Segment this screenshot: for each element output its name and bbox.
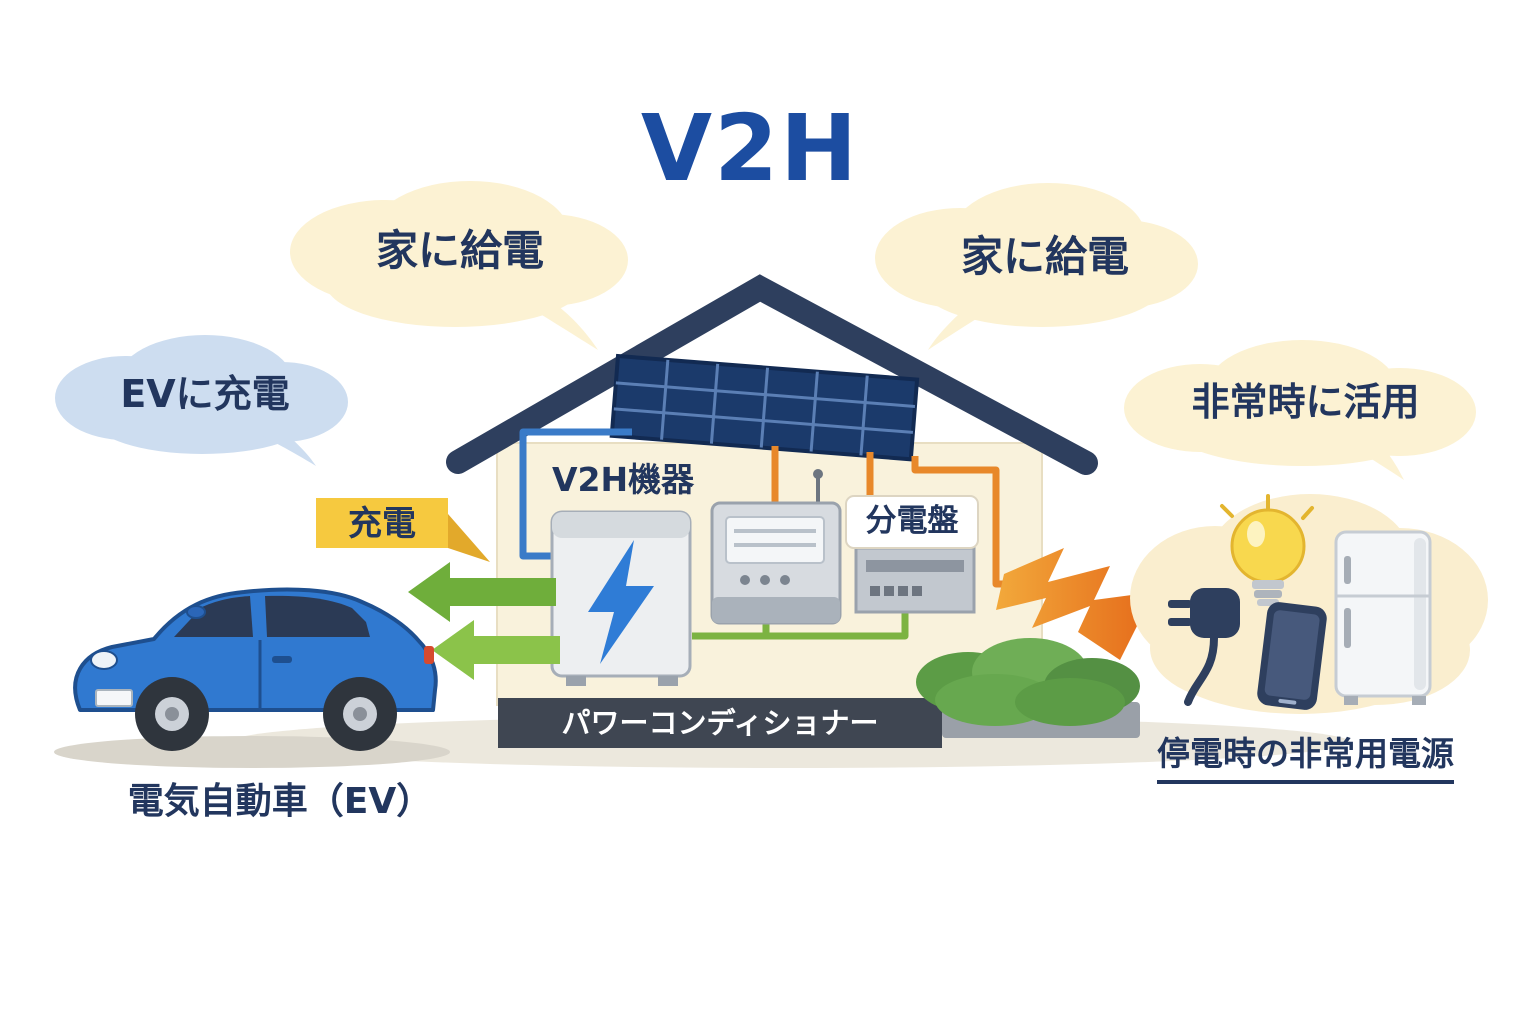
wire-blue — [519, 428, 632, 560]
side-mirror — [186, 605, 206, 619]
distribution-board-unit — [845, 495, 979, 614]
lightning-bolt-icon — [588, 540, 654, 664]
smartphone-icon — [1257, 602, 1327, 710]
door-handle — [272, 656, 292, 663]
power-plug-icon — [1168, 588, 1240, 706]
headlight — [90, 650, 118, 670]
green-arrow-upper — [408, 562, 556, 622]
speech-bubble-emergency — [1124, 340, 1476, 480]
charge-ribbon — [316, 498, 490, 562]
bubble-emergency-label: 非常時に活用 — [1191, 380, 1420, 424]
ev-car-icon — [73, 587, 438, 751]
power-conditioner-unit — [710, 469, 842, 625]
wire-green — [692, 612, 909, 640]
distribution-board-label-box — [845, 495, 979, 549]
ev-car-label: 電気自動車（EV） — [127, 781, 433, 822]
display-screen — [725, 516, 825, 564]
refrigerator-icon — [1334, 530, 1432, 705]
bubble-supply-right-label: 家に給電 — [960, 232, 1129, 281]
bubble-supply-left-label: 家に給電 — [375, 226, 544, 275]
page-title: V2H — [640, 95, 860, 202]
emergency-power-label: 停電時の非常用電源 — [1157, 735, 1454, 785]
speech-bubble-supply-right — [875, 183, 1198, 350]
license-plate — [95, 689, 133, 707]
light-bulb-icon — [1220, 494, 1314, 606]
v2h-device — [550, 510, 692, 686]
speech-bubble-supply-left — [290, 181, 628, 350]
speech-bubble-ev-charge — [55, 335, 348, 466]
antenna-icon — [813, 469, 823, 479]
power-conditioner-label: パワーコンディショナー — [561, 706, 879, 740]
house-roof — [446, 274, 1098, 475]
solar-panel-icon — [609, 353, 920, 462]
v2h-unit-label: V2H機器 — [552, 460, 695, 499]
power-conditioner-banner — [498, 698, 942, 748]
distribution-board-label: 分電盤 — [865, 503, 959, 539]
bushes — [916, 638, 1140, 726]
charge-label: 充電 — [348, 504, 416, 544]
taillight — [424, 646, 434, 664]
orange-lightning-arrow-icon — [996, 548, 1154, 660]
green-arrow-lower — [432, 620, 560, 680]
bubble-ev-charge-label: EVに充電 — [120, 372, 290, 416]
